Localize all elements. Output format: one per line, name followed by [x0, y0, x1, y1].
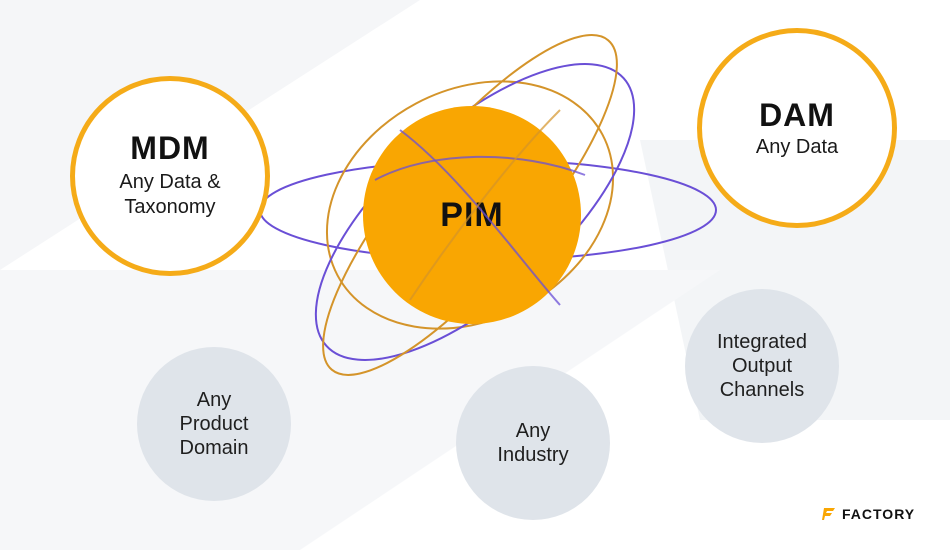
output-channels-circle: Integrated Output Channels [685, 289, 839, 443]
product-domain-circle: Any Product Domain [137, 347, 291, 501]
orbit-front-arc-gold [409, 109, 561, 301]
factory-logo: FACTORY [822, 506, 915, 522]
mdm-title: MDM [130, 130, 210, 166]
industry-label: Any Industry [497, 420, 569, 466]
mdm-circle: MDM Any Data & Taxonomy [70, 76, 270, 276]
orbit-front-arc-purple [374, 155, 586, 181]
dam-subtitle: Any Data [755, 136, 839, 158]
mdm-subtitle: Any Data & Taxonomy [119, 171, 221, 218]
output-channels-label: Integrated Output Channels [716, 331, 808, 401]
factory-bolt-icon [822, 508, 835, 520]
dam-circle: DAM Any Data [697, 28, 897, 228]
industry-circle: Any Industry [456, 366, 610, 520]
factory-logo-text: FACTORY [842, 506, 916, 522]
orbit-front-arc-steep [399, 129, 561, 306]
dam-title: DAM [759, 97, 835, 133]
product-domain-label: Any Product Domain [179, 389, 249, 459]
